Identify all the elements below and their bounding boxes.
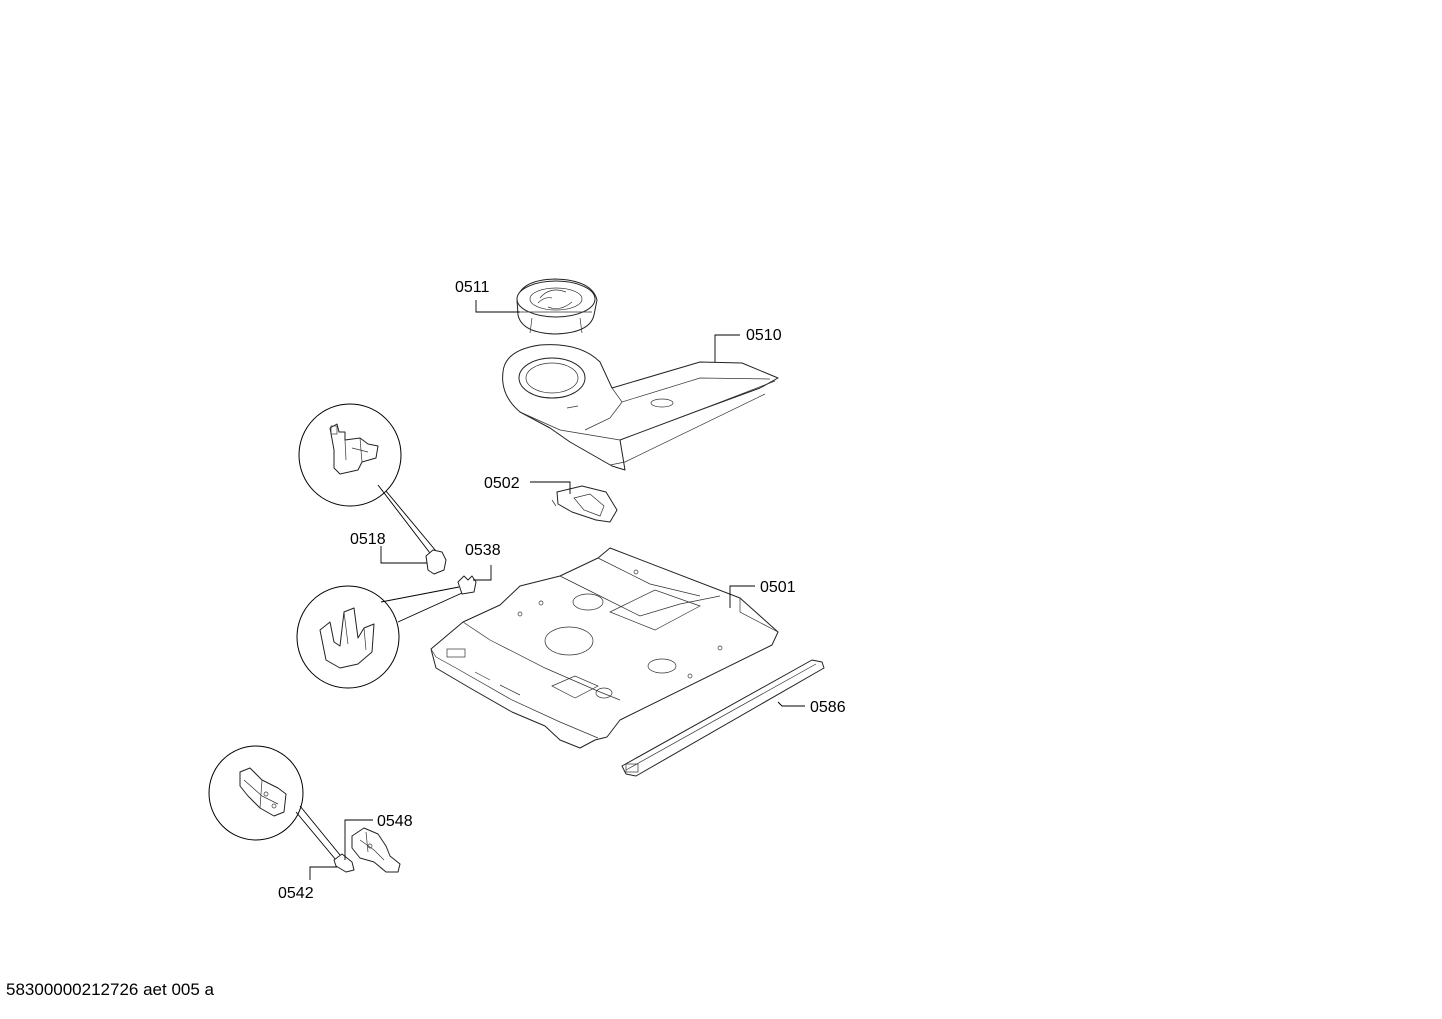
callout-0538: 0538	[465, 542, 501, 559]
callout-0502: 0502	[484, 475, 520, 492]
detail-line-0542b	[299, 805, 341, 856]
part-0510-fan-housing[interactable]	[502, 344, 779, 471]
leader-0586	[777, 701, 805, 707]
callout-0586: 0586	[810, 699, 846, 716]
detail-line-0538a	[380, 586, 460, 603]
part-0586-trim-strip[interactable]	[621, 659, 825, 777]
part-0548-door-lock[interactable]	[351, 827, 401, 873]
leader-0542	[309, 866, 337, 880]
detail-line-0518b	[385, 490, 437, 552]
leader-0518	[380, 546, 427, 564]
part-0538-clip[interactable]	[457, 575, 477, 595]
leader-0548	[344, 819, 373, 860]
leader-0511	[475, 300, 520, 313]
part-0511-fan-wheel[interactable]	[516, 278, 598, 335]
part-0518-bracket[interactable]	[425, 549, 447, 575]
part-0501-base-panel[interactable]	[430, 547, 779, 749]
detail-circle-0542	[208, 745, 304, 841]
detail-line-0518a	[377, 484, 434, 558]
detail-circle-0518	[298, 403, 402, 507]
callout-0511: 0511	[455, 279, 490, 296]
leader-0502	[530, 481, 571, 494]
detail-line-0538b	[397, 592, 463, 623]
leader-0538	[473, 565, 492, 581]
callout-0501: 0501	[760, 579, 796, 596]
callout-0542: 0542	[278, 885, 314, 902]
leader-0501	[729, 585, 755, 608]
detail-line-0542a	[295, 811, 337, 861]
document-id: 58300000212726 aet 005 a	[6, 980, 214, 999]
leader-0510	[714, 334, 740, 362]
part-0502-duct-piece[interactable]	[551, 485, 618, 523]
callout-0510: 0510	[746, 327, 782, 344]
part-0542-small-catch[interactable]	[333, 853, 355, 873]
callout-0548: 0548	[377, 813, 413, 830]
callout-0518: 0518	[350, 531, 386, 548]
detail-circle-0538	[296, 585, 400, 689]
